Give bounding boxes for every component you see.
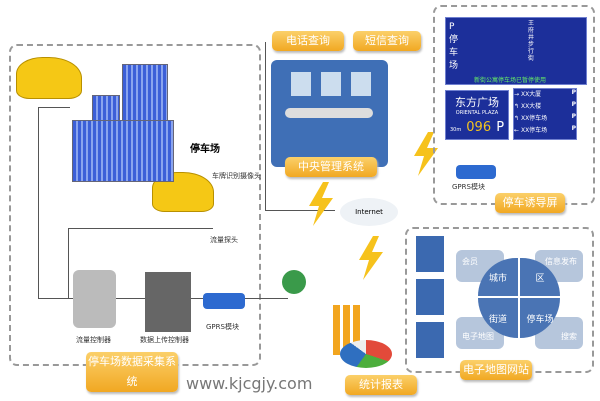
parking-lot-label: 停车场 <box>190 144 220 155</box>
lightning-icon <box>414 132 438 176</box>
gprs-left-label: GPRS模块 <box>206 323 239 331</box>
direction-row: ← XX停车场 P <box>514 125 576 134</box>
direction-row: ↰ XX大楼 P <box>514 101 576 110</box>
lightning-icon <box>309 182 333 226</box>
pie-chart-icon <box>340 340 392 368</box>
gprs-right-label: GPRS模块 <box>452 183 485 191</box>
big-map-sign: P 停车场 王府井步行街 新街公寓停车场已暂停使用 <box>445 17 587 85</box>
direction-row: → XX大厦 P <box>514 89 576 98</box>
direction-sign: → XX大厦 P ↰ XX大楼 P ↰ XX停车场 P ← XX停车场 P <box>513 88 577 140</box>
watermark: www.kjcgjy.com <box>186 374 313 393</box>
guide-screen-tag: 停车诱导屏 <box>495 193 565 213</box>
flow-controller-label: 流量控制器 <box>76 336 111 344</box>
building-icon <box>72 120 174 182</box>
upload-controller-label: 数据上传控制器 <box>140 336 189 344</box>
document-icon <box>416 322 444 358</box>
data-collection-tag: 停车场数据采集系统 <box>86 352 178 392</box>
internet-cloud: Internet <box>340 198 398 226</box>
map-site-tag: 电子地图网站 <box>460 360 532 380</box>
flow-probe-label: 流量探头 <box>210 236 238 244</box>
document-icon <box>416 236 444 272</box>
phone-query-tag: 电话查询 <box>272 31 344 51</box>
plaza-sign: 东方广场 ORIENTAL PLAZA 30m 096 P <box>445 90 509 140</box>
camera-label: 车牌识别摄像头 <box>212 172 261 180</box>
car-icon <box>152 172 214 212</box>
flow-controller-device <box>73 270 116 328</box>
central-server-panel <box>271 60 388 167</box>
report-tag: 统计报表 <box>345 375 417 395</box>
sms-query-tag: 短信查询 <box>353 31 421 51</box>
lightning-icon <box>359 236 383 280</box>
upload-controller-device <box>145 272 191 332</box>
gprs-router-icon <box>203 293 245 309</box>
gprs-router-icon <box>456 165 496 179</box>
document-icon <box>416 279 444 315</box>
car-icon <box>16 57 82 99</box>
direction-row: ↰ XX停车场 P <box>514 113 576 122</box>
central-tag: 中央管理系统 <box>285 157 377 177</box>
satellite-globe-icon <box>282 270 306 294</box>
